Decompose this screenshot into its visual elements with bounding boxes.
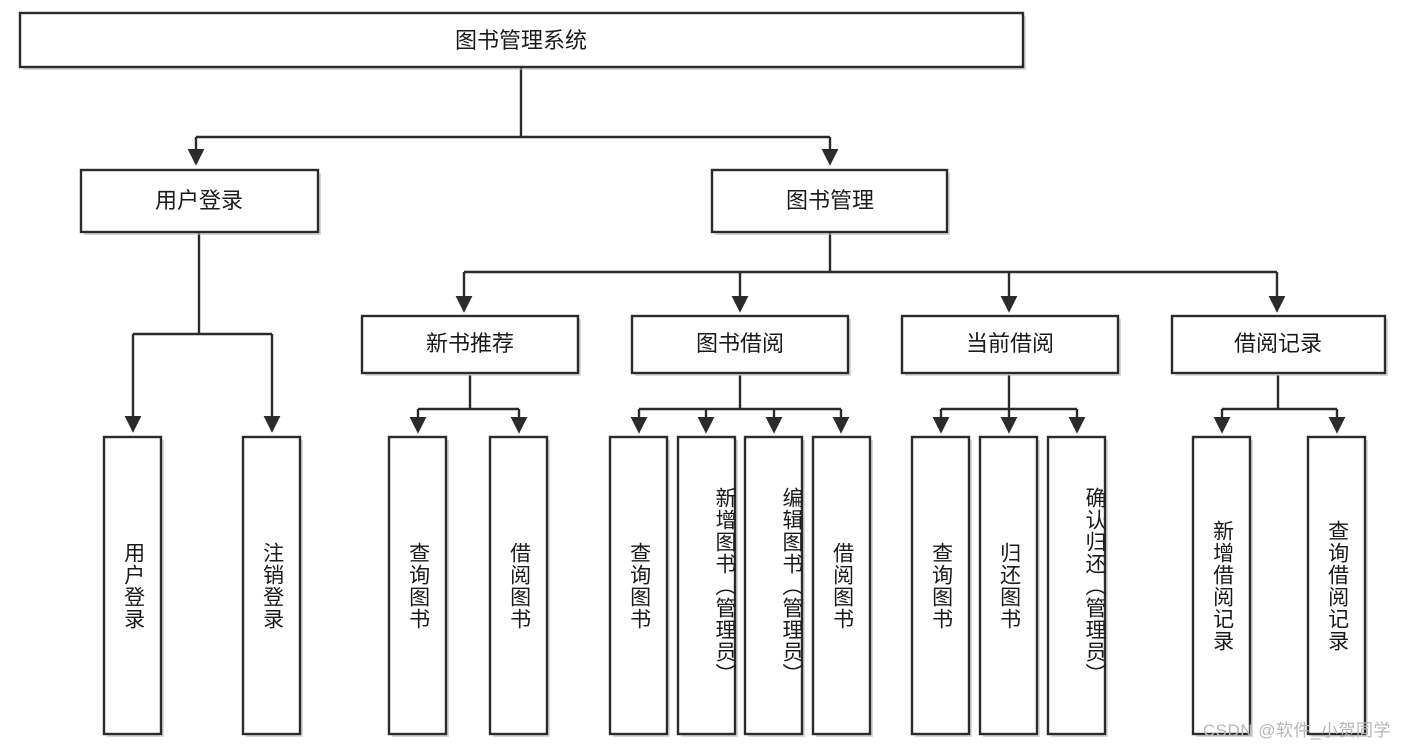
connector-bookmgmt-to-level3 — [455, 233, 1286, 313]
leaf-current-borrow-confirm[interactable] — [1046, 435, 1108, 737]
connector-currentborrow-to-leaves — [932, 375, 1086, 434]
leaf-borrow-record-add[interactable] — [1191, 435, 1253, 737]
node-root-label: 图书管理系统 — [455, 28, 587, 53]
leaf-user-login-login[interactable] — [102, 435, 164, 737]
leaf-current-borrow-query[interactable] — [910, 435, 972, 737]
node-new-book-recommend-label: 新书推荐 — [426, 331, 514, 356]
node-book-management[interactable]: 图书管理 — [710, 168, 950, 235]
node-current-borrow-label: 当前借阅 — [966, 331, 1054, 356]
leaf-user-login-logout[interactable] — [241, 435, 303, 737]
csdn-watermark: CSDN @软件_小贺同学 — [1202, 721, 1391, 740]
leaf-book-borrow-edit[interactable] — [743, 435, 805, 737]
leaf-book-borrow-borrow[interactable] — [811, 435, 873, 737]
node-root[interactable]: 图书管理系统 — [18, 11, 1026, 70]
node-current-borrow[interactable]: 当前借阅 — [900, 314, 1121, 376]
connector-newbook-to-leaves — [409, 375, 528, 434]
node-book-management-label: 图书管理 — [786, 188, 874, 213]
node-borrow-record[interactable]: 借阅记录 — [1170, 314, 1388, 376]
node-new-book-recommend[interactable]: 新书推荐 — [360, 314, 581, 376]
leaf-current-borrow-return[interactable] — [978, 435, 1040, 737]
leaf-book-borrow-query[interactable] — [608, 435, 670, 737]
node-borrow-record-label: 借阅记录 — [1234, 331, 1322, 356]
leaf-new-book-borrow[interactable] — [488, 435, 550, 737]
connector-root-to-level2 — [187, 68, 839, 166]
node-user-login-label: 用户登录 — [155, 188, 243, 213]
leaf-new-book-query[interactable] — [387, 435, 449, 737]
connector-bookborrow-to-leaves — [630, 375, 850, 434]
leaf-borrow-record-query[interactable] — [1306, 435, 1368, 737]
node-user-login[interactable]: 用户登录 — [79, 168, 321, 235]
connector-userlogin-to-leaves — [124, 233, 281, 433]
node-book-borrow[interactable]: 图书借阅 — [630, 314, 851, 376]
leaf-book-borrow-add[interactable] — [676, 435, 738, 737]
connector-borrowrecord-to-leaves — [1213, 375, 1346, 434]
node-book-borrow-label: 图书借阅 — [696, 331, 784, 356]
